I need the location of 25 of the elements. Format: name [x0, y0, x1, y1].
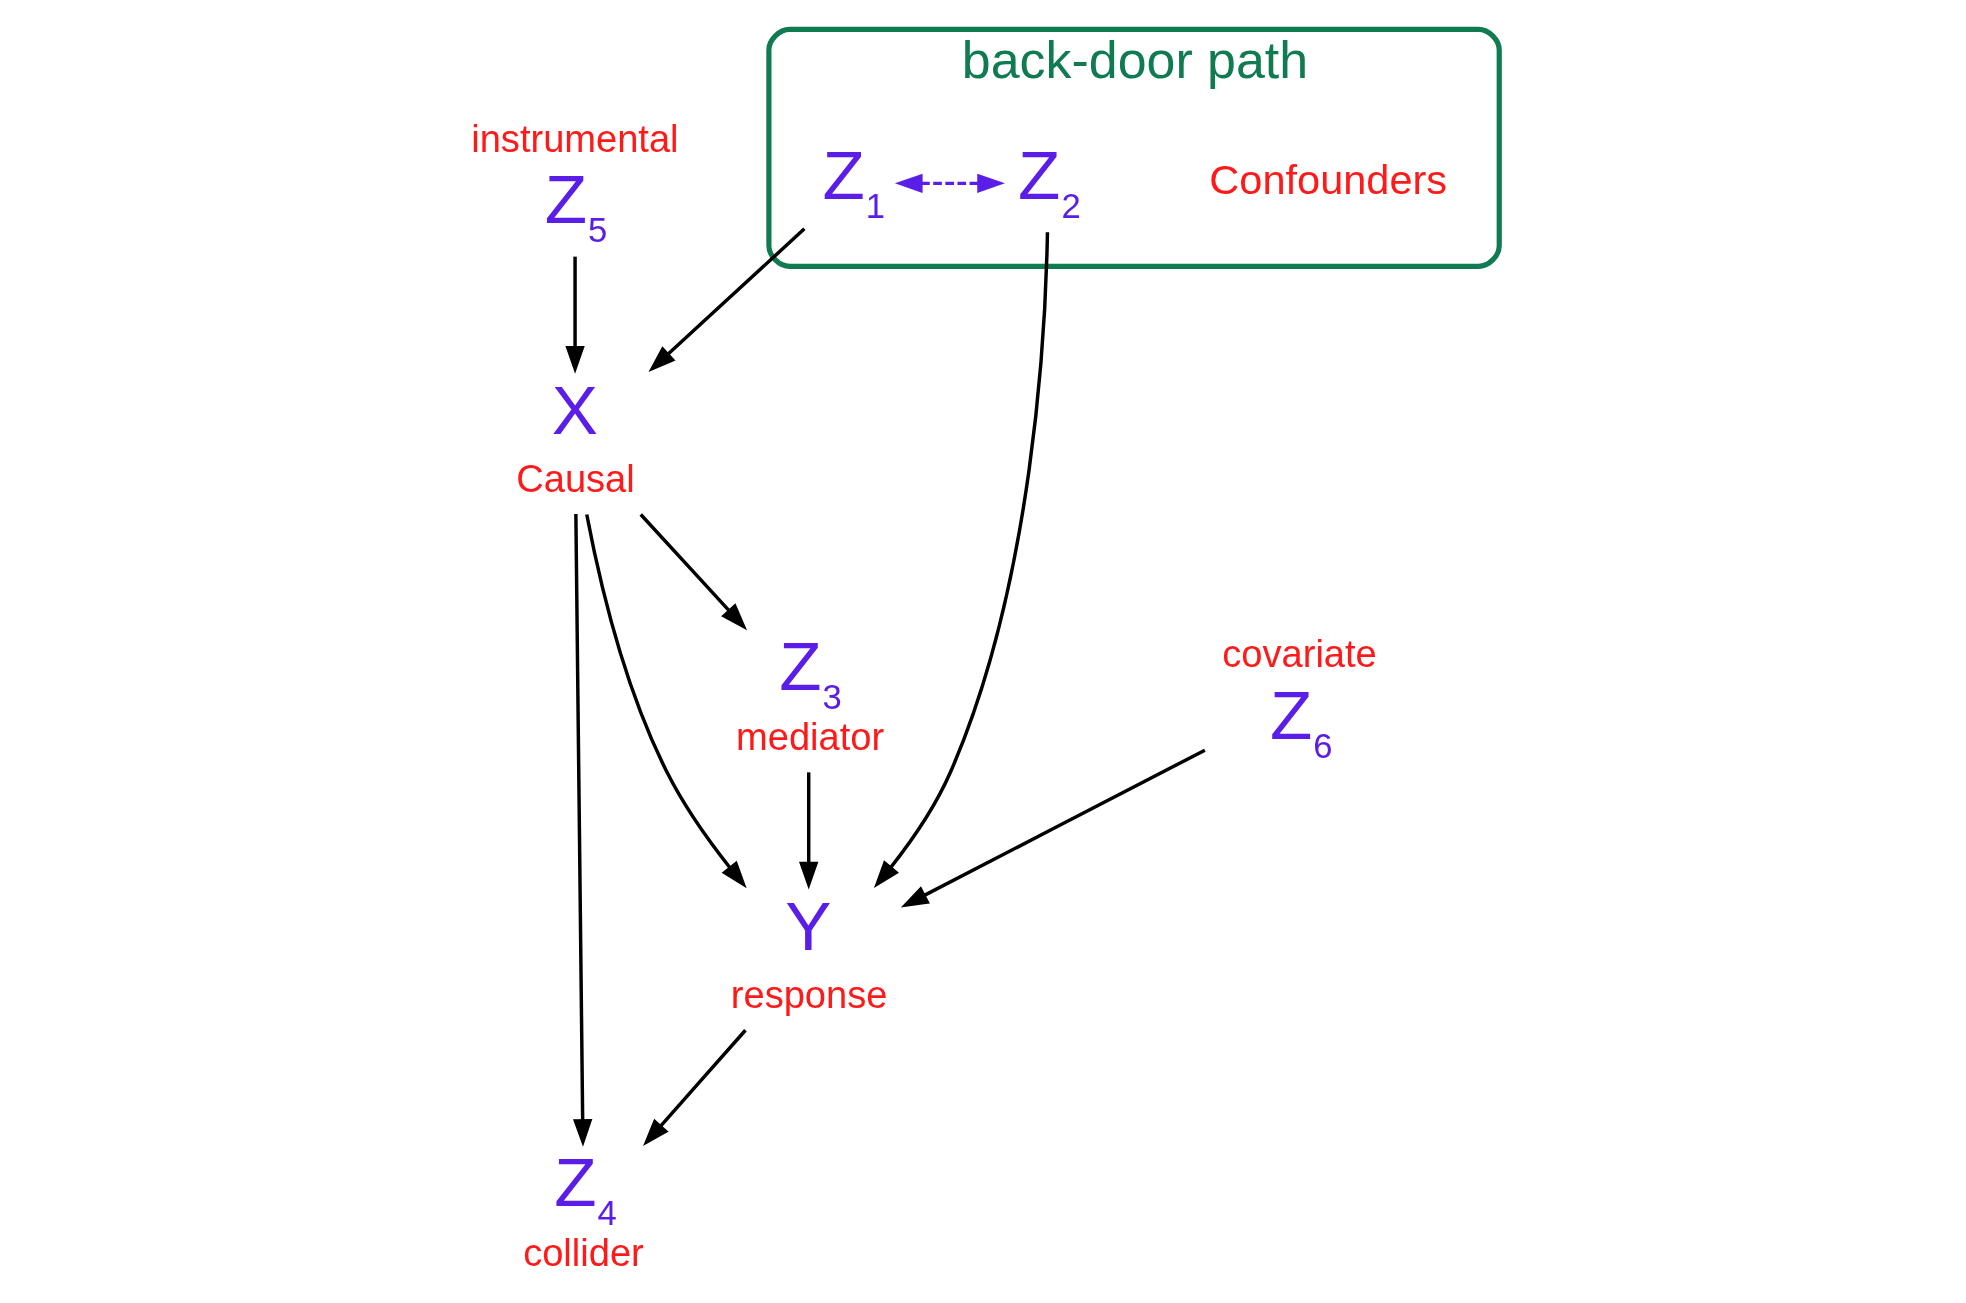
- node-text: Z$_{1}$: [822, 135, 885, 225]
- node-text: Z$_{6}$: [1269, 675, 1332, 765]
- node-label: response: [730, 974, 887, 1017]
- arrow: [639, 513, 747, 631]
- node-label: mediator: [735, 716, 884, 759]
- node-label: covariate: [1221, 633, 1377, 676]
- label: Confounders: [1208, 156, 1447, 204]
- node-text: Y: [784, 887, 832, 966]
- node-text: Z$_{3}$: [778, 627, 842, 717]
- node-text: Z$_{5}$: [544, 160, 607, 250]
- arrow: [900, 748, 1206, 908]
- node-label: Causal: [515, 458, 635, 501]
- arrow: [564, 256, 585, 374]
- arrow: [648, 227, 806, 373]
- node-label: instrumental: [470, 117, 679, 160]
- arrow: [894, 173, 1005, 194]
- arrow: [798, 772, 818, 890]
- node-label: collider: [522, 1232, 644, 1275]
- node-text: Z$_{2}$: [1017, 135, 1081, 225]
- node-text: Z$_{4}$: [553, 1143, 617, 1233]
- node-text: X: [551, 371, 598, 450]
- arrow: [642, 1029, 747, 1146]
- arrow: [572, 514, 592, 1147]
- arrow: [584, 514, 747, 889]
- arrow: [873, 232, 1049, 888]
